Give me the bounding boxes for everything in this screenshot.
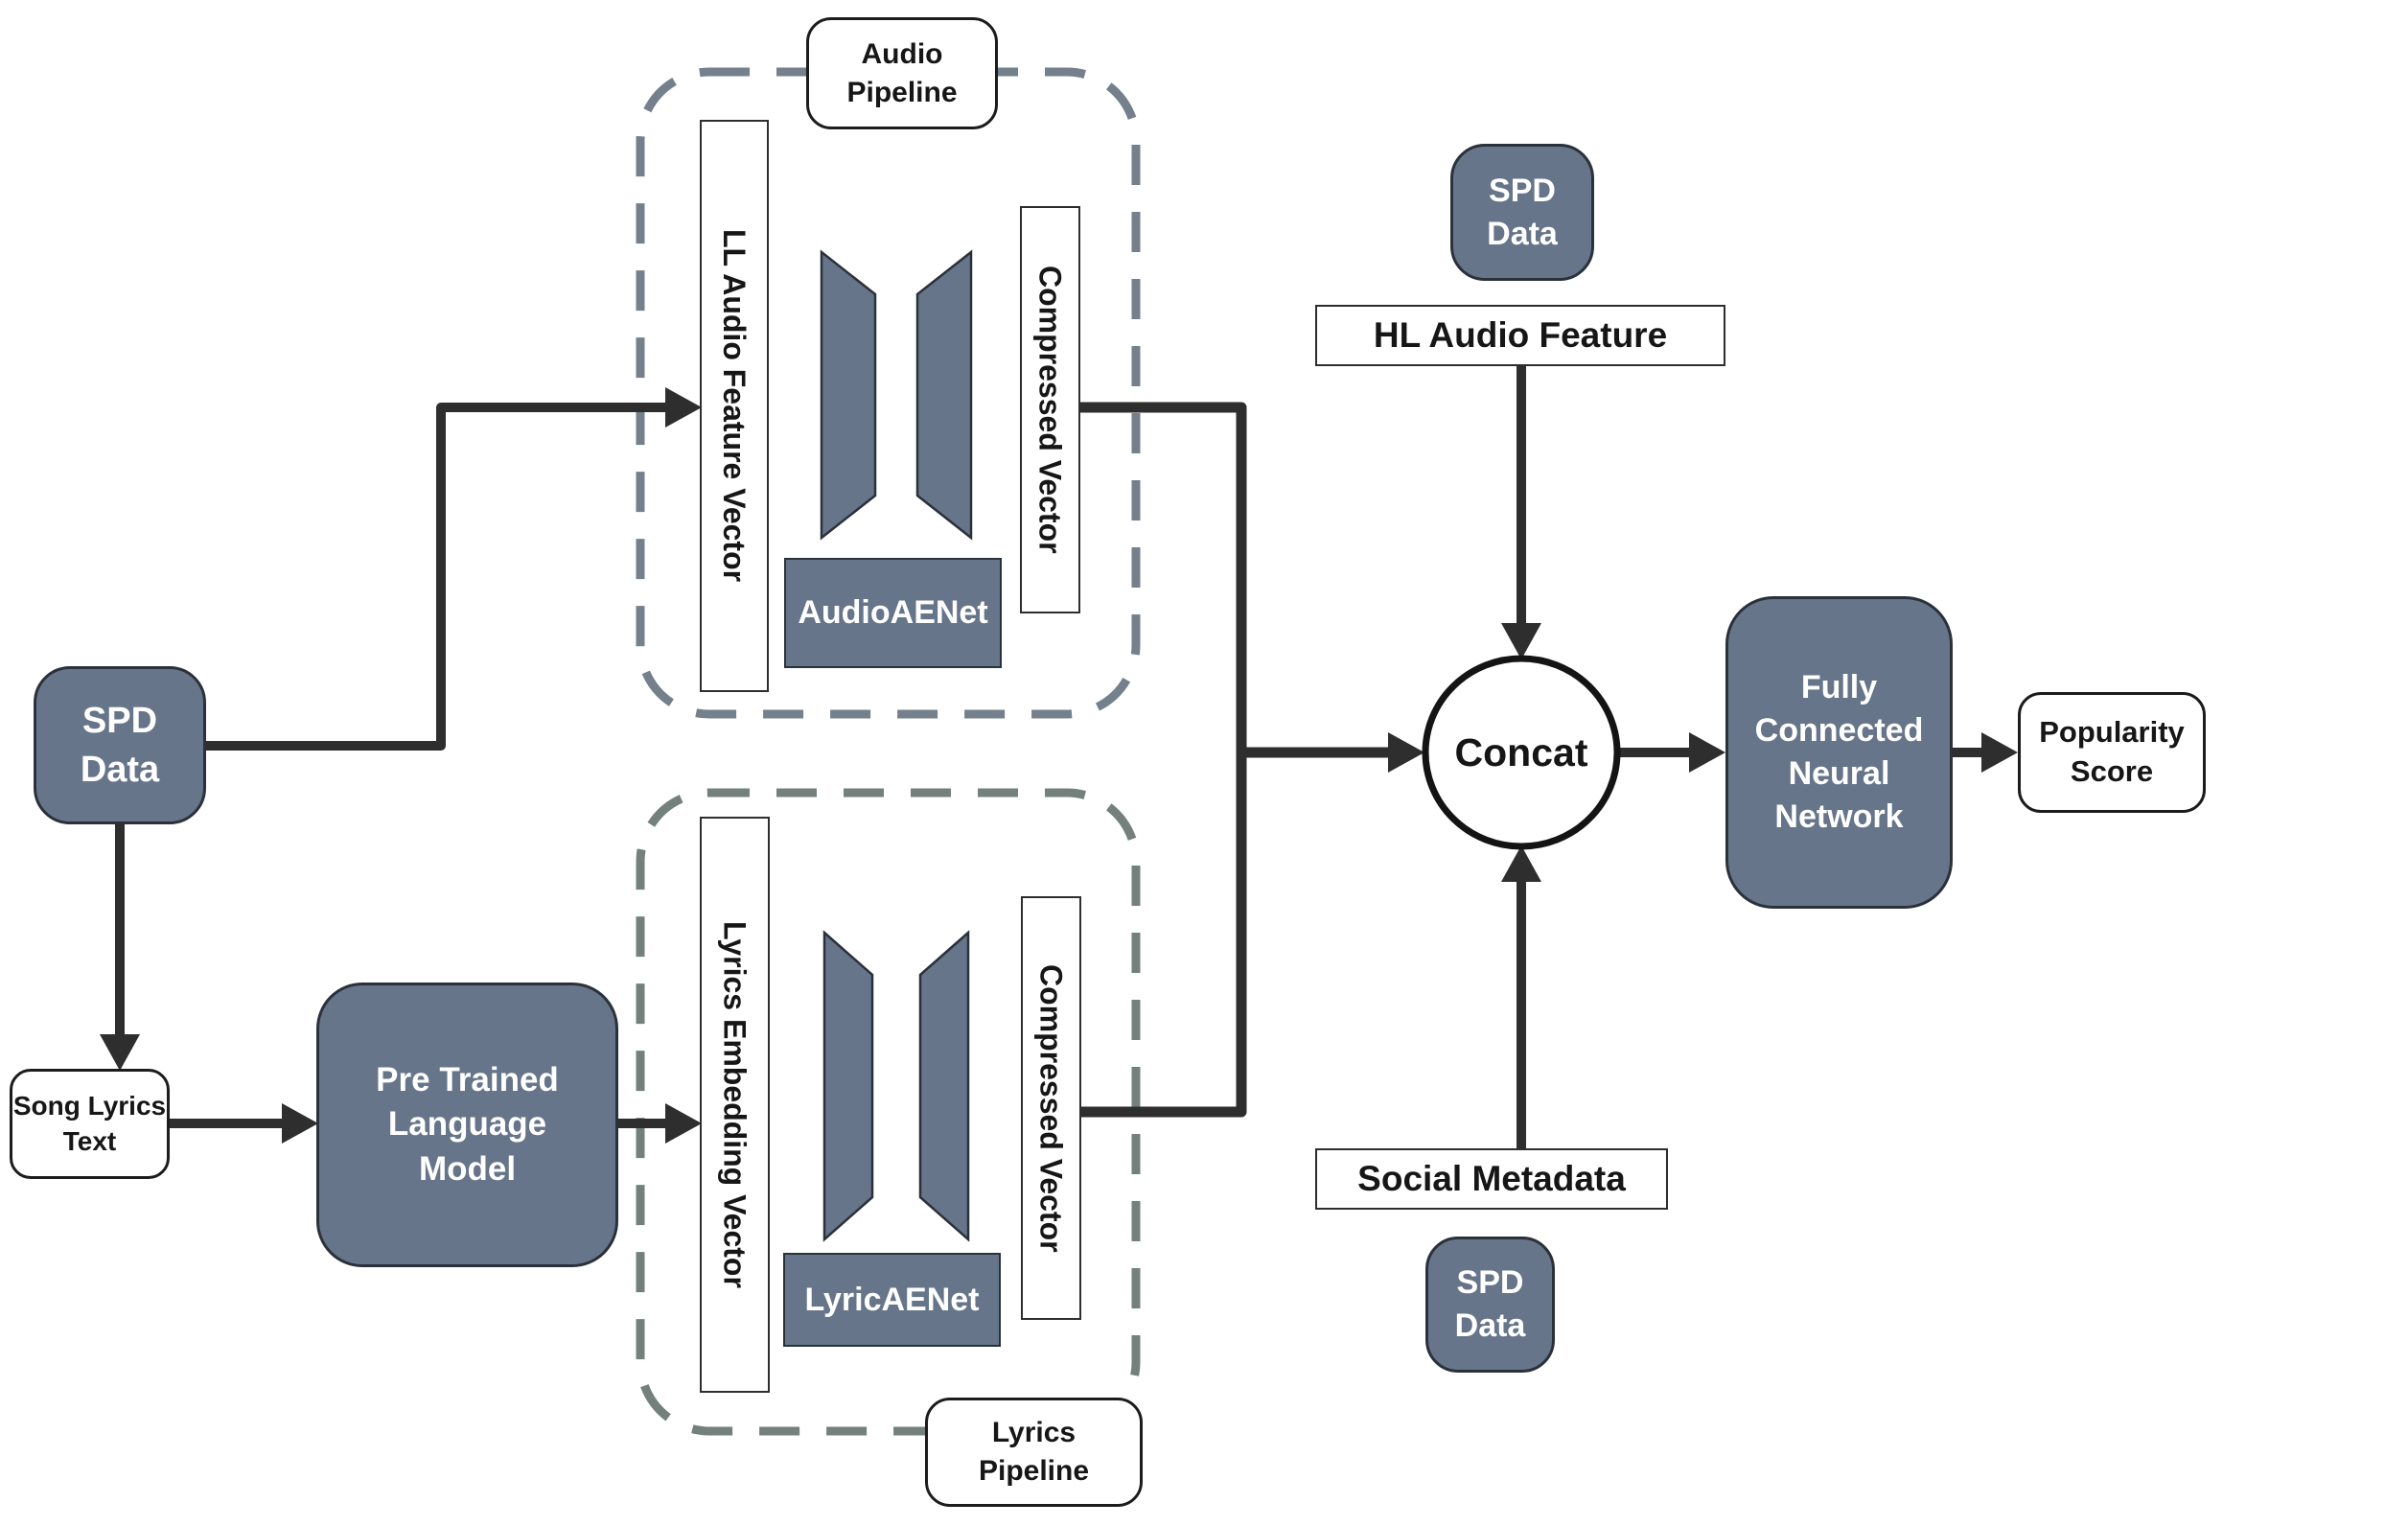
- node-spd-data-bottom: SPD Data: [1425, 1237, 1555, 1373]
- node-fully-connected-neural-network: Fully Connected Neural Network: [1725, 596, 1953, 909]
- node-lyrics-embedding-vector: Lyrics Embedding Vector: [700, 817, 770, 1393]
- arrowhead-icon: [282, 1103, 318, 1144]
- audio-decoder-trapezoid-icon: [915, 249, 973, 541]
- label-lyrics-pipeline: Lyrics Pipeline: [925, 1398, 1143, 1507]
- node-spd-data-left: SPD Data: [34, 666, 206, 824]
- lyrics-decoder-trapezoid-icon: [918, 930, 970, 1242]
- concat-circle: [1422, 655, 1621, 850]
- node-song-lyrics-text: Song Lyrics Text: [10, 1069, 170, 1179]
- arrowhead-icon: [1689, 732, 1725, 773]
- edge-spd-to-ll-audio: [206, 403, 665, 751]
- node-ll-audio-feature-vector-label: LL Audio Feature Vector: [717, 229, 752, 583]
- node-ll-audio-feature-vector: LL Audio Feature Vector: [700, 120, 769, 692]
- node-compressed-vector-audio-label: Compressed Vector: [1032, 266, 1068, 554]
- arrowhead-icon: [1981, 732, 2018, 773]
- node-popularity-score: Popularity Score: [2018, 692, 2206, 813]
- label-audio-pipeline: Audio Pipeline: [806, 17, 998, 129]
- node-audio-aenet: AudioAENet: [784, 558, 1002, 668]
- edge-compressed-vectors-bus: [1080, 402, 1247, 1118]
- node-compressed-vector-lyrics: Compressed Vector: [1021, 896, 1081, 1320]
- arrowhead-icon: [665, 387, 702, 428]
- node-concat-label: Concat: [1454, 729, 1588, 775]
- node-social-metadata: Social Metadata: [1315, 1148, 1668, 1210]
- node-hl-audio-feature: HL Audio Feature: [1315, 305, 1725, 366]
- node-pre-trained-language-model: Pre Trained Language Model: [316, 983, 618, 1267]
- arrowhead-icon: [100, 1034, 140, 1071]
- arrowhead-icon: [1501, 623, 1541, 659]
- node-spd-data-top: SPD Data: [1450, 144, 1594, 281]
- arrowhead-icon: [1501, 845, 1541, 882]
- lyrics-encoder-trapezoid-icon: [822, 930, 874, 1242]
- node-lyrics-embedding-vector-label: Lyrics Embedding Vector: [717, 921, 752, 1288]
- node-compressed-vector-lyrics-label: Compressed Vector: [1033, 963, 1069, 1253]
- audio-encoder-trapezoid-icon: [820, 249, 877, 541]
- node-lyric-aenet: LyricAENet: [783, 1253, 1001, 1347]
- node-compressed-vector-audio: Compressed Vector: [1020, 206, 1080, 613]
- arrowhead-icon: [1388, 732, 1424, 773]
- arrowhead-icon: [665, 1103, 702, 1144]
